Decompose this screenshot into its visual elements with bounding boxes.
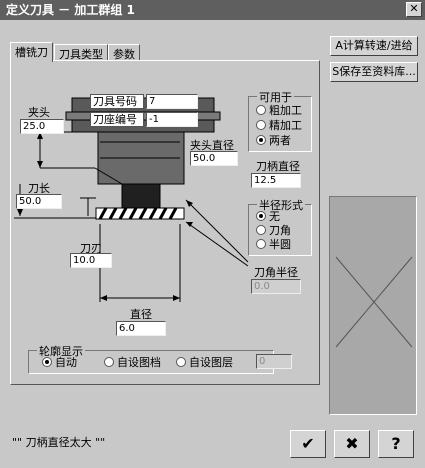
tab-label: 刀具类型 — [59, 48, 103, 61]
shank-diameter-label: 刀柄直径 — [256, 160, 300, 173]
tab-tool-type[interactable]: 刀具类型 — [54, 44, 108, 61]
radio-dot — [176, 357, 186, 367]
radio-dot — [256, 105, 266, 115]
profile-custom-layer-radio[interactable]: 自设图层 — [176, 356, 233, 369]
flute-label: 刀刃 — [80, 242, 102, 255]
help-button[interactable]: ? — [378, 430, 414, 458]
radio-label: 刀角 — [269, 224, 291, 237]
radio-dot — [104, 357, 114, 367]
profile-layer-field[interactable]: 0 — [256, 354, 292, 369]
radius-type-group: 半径形式 — [248, 197, 312, 256]
radius-corner-radio[interactable]: 刀角 — [256, 224, 291, 237]
tab-slot-mill[interactable]: 槽铣刀 — [10, 42, 53, 62]
corner-radius-label: 刀角半径 — [254, 266, 298, 279]
profile-display-group: 轮廓显示 — [28, 343, 274, 374]
cancel-button[interactable]: ✖ — [334, 430, 370, 458]
calc-speed-feed-button[interactable]: A计算转速/进给 — [330, 36, 418, 56]
cross-icon: ✖ — [345, 434, 359, 453]
holder-number-field[interactable]: -1 — [146, 112, 198, 127]
shank-diameter-field[interactable]: 12.5 — [251, 173, 301, 188]
close-icon: ✕ — [409, 2, 419, 15]
use-for-group: 可用于 — [248, 89, 312, 152]
check-icon: ✔ — [301, 434, 315, 453]
use-for-rough-radio[interactable]: 粗加工 — [256, 104, 302, 117]
radio-label: 两者 — [269, 134, 291, 147]
use-for-both-radio[interactable]: 两者 — [256, 134, 291, 147]
radio-dot — [42, 357, 52, 367]
tab-parameters[interactable]: 参数 — [108, 44, 140, 61]
radio-label: 精加工 — [269, 119, 302, 132]
save-to-library-button[interactable]: S保存至资料库... — [330, 62, 418, 82]
radius-full-radio[interactable]: 半圆 — [256, 238, 291, 251]
tab-label: 槽铣刀 — [15, 46, 48, 59]
tool-preview — [329, 196, 417, 415]
tab-label: 参数 — [113, 48, 135, 61]
close-button[interactable]: ✕ — [406, 2, 422, 17]
chuck-field[interactable]: 25.0 — [20, 119, 64, 134]
ok-button[interactable]: ✔ — [290, 430, 326, 458]
tool-length-label: 刀长 — [28, 182, 50, 195]
diameter-label: 直径 — [130, 308, 152, 321]
use-for-title: 可用于 — [257, 89, 294, 105]
radio-dot — [256, 120, 266, 130]
radio-dot — [256, 225, 266, 235]
radio-label: 自设图档 — [117, 356, 161, 369]
radio-dot — [256, 135, 266, 145]
profile-display-title: 轮廓显示 — [37, 343, 85, 359]
help-icon: ? — [391, 434, 401, 453]
radio-label: 无 — [269, 210, 280, 223]
radius-none-radio[interactable]: 无 — [256, 210, 280, 223]
status-message: "" 刀柄直径太大 "" — [12, 436, 106, 449]
tool-number-label: 刀具号码 — [90, 94, 144, 109]
radio-dot — [256, 239, 266, 249]
radio-label: 自动 — [55, 356, 77, 369]
profile-auto-radio[interactable]: 自动 — [42, 356, 77, 369]
chuck-label: 夹头 — [28, 106, 50, 119]
radius-type-title: 半径形式 — [257, 197, 305, 213]
profile-custom-file-radio[interactable]: 自设图档 — [104, 356, 161, 369]
radio-label: 自设图层 — [189, 356, 233, 369]
chuck-diameter-label: 夹头直径 — [190, 139, 234, 152]
flute-field[interactable]: 10.0 — [70, 253, 112, 268]
chuck-diameter-field[interactable]: 50.0 — [190, 151, 238, 166]
use-for-finish-radio[interactable]: 精加工 — [256, 119, 302, 132]
corner-radius-field[interactable]: 0.0 — [251, 279, 301, 294]
holder-number-label: 刀座编号 — [90, 112, 144, 127]
tool-length-field[interactable]: 50.0 — [16, 194, 62, 209]
diameter-field[interactable]: 6.0 — [116, 321, 166, 336]
tool-number-field[interactable]: 7 — [146, 94, 198, 109]
radio-label: 半圆 — [269, 238, 291, 251]
radio-label: 粗加工 — [269, 104, 302, 117]
window-title: 定义刀具 － 加工群组 1 — [6, 3, 135, 17]
window-title-bar: 定义刀具 － 加工群组 1 — [0, 0, 425, 20]
preview-empty-cross — [335, 256, 413, 348]
radio-dot — [256, 211, 266, 221]
